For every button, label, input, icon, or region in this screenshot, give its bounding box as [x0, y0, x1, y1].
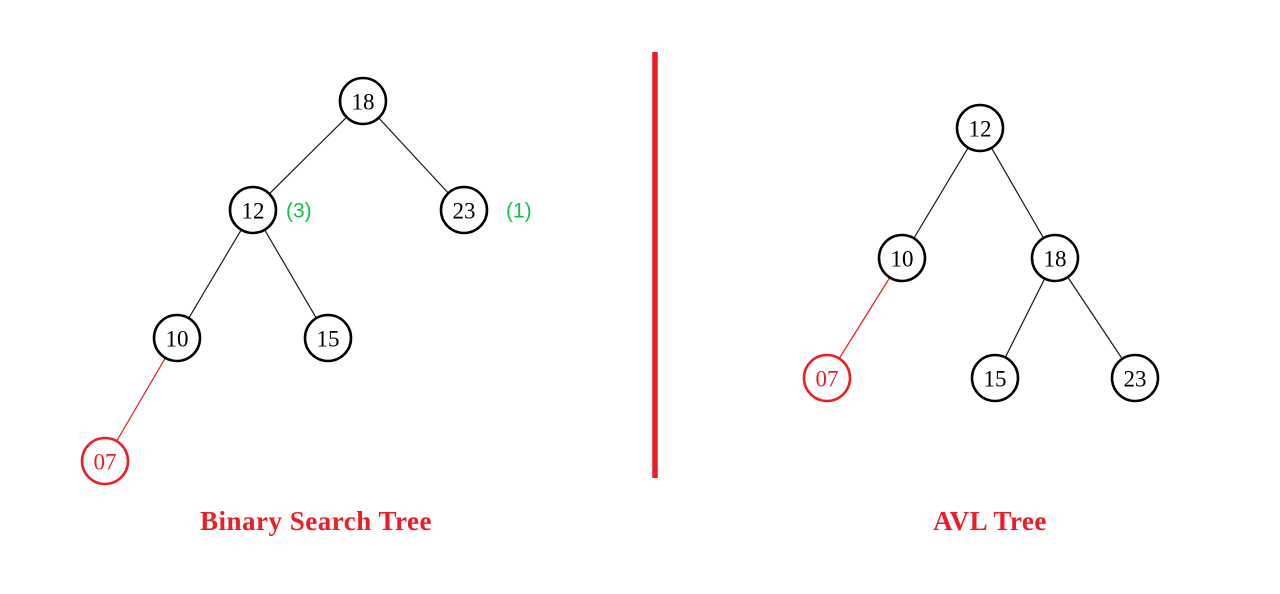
node-value-label: 18: [352, 90, 375, 115]
node-value-label: 23: [1124, 367, 1147, 392]
tree-node[interactable]: 23: [439, 185, 489, 235]
node-circle: [338, 76, 388, 126]
tree-node[interactable]: 10: [877, 233, 927, 283]
tree-node[interactable]: 23: [1110, 353, 1160, 403]
node-circle: [1030, 233, 1080, 283]
node-circle: [80, 436, 130, 486]
tree-node[interactable]: 07: [802, 353, 852, 403]
node-circle: [152, 313, 202, 363]
tree-edge: [378, 117, 449, 194]
tree-edge: [913, 147, 969, 239]
tree-node[interactable]: 15: [970, 353, 1020, 403]
node-value-label: 23: [453, 199, 476, 224]
tree-node[interactable]: 15: [303, 313, 353, 363]
tree-node[interactable]: 12: [228, 185, 278, 235]
balance-factor-label: (1): [506, 200, 532, 223]
node-value-label: 10: [166, 327, 189, 352]
tree-node[interactable]: 07: [80, 436, 130, 486]
node-value-label: 12: [242, 199, 265, 224]
tree-edge: [838, 277, 891, 359]
balance-annotations-group: (3) (1): [286, 200, 532, 223]
node-circle: [955, 103, 1005, 153]
node-circle: [303, 313, 353, 363]
node-value-label: 15: [984, 367, 1007, 392]
tree-node[interactable]: 18: [1030, 233, 1080, 283]
tree-edge: [990, 147, 1045, 239]
node-circle: [228, 185, 278, 235]
tree-edge: [188, 229, 242, 319]
tree-edge: [116, 357, 166, 442]
node-circle: [802, 353, 852, 403]
panel-caption-bst: Binary Search Tree: [200, 506, 432, 536]
node-value-label: 07: [94, 450, 117, 475]
tree-node[interactable]: 18: [338, 76, 388, 126]
node-circle: [1110, 353, 1160, 403]
node-circle: [877, 233, 927, 283]
edges-group: [116, 116, 1123, 442]
balance-factor-label: (3): [286, 200, 312, 223]
node-value-label: 07: [816, 367, 839, 392]
tree-edge: [264, 229, 317, 319]
node-value-label: 18: [1044, 247, 1067, 272]
tree-node[interactable]: 10: [152, 313, 202, 363]
node-circle: [970, 353, 1020, 403]
tree-node[interactable]: 12: [955, 103, 1005, 153]
node-circle: [439, 185, 489, 235]
tree-edge: [1004, 278, 1046, 358]
nodes-group: 18 12 23 10 15 07 12 10 18 07 15 23: [80, 76, 1160, 486]
panel-caption-avl: AVL Tree: [933, 506, 1047, 536]
node-value-label: 10: [891, 247, 914, 272]
tree-edge: [1067, 276, 1123, 360]
tree-edge: [268, 116, 348, 195]
node-value-label: 12: [969, 117, 992, 142]
node-value-label: 15: [317, 327, 340, 352]
